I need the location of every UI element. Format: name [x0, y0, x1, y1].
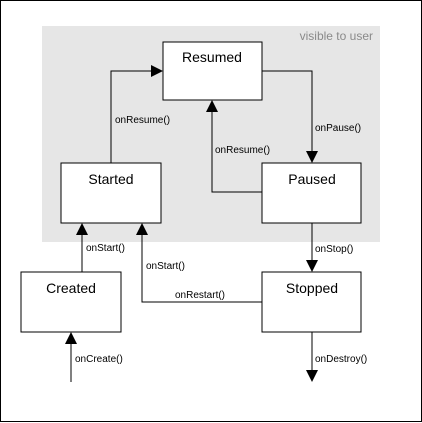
state-stopped: Stopped: [261, 271, 362, 333]
stopped-to-started-restart-label: onRestart(): [175, 290, 225, 301]
arrow-stopped-to-started: [136, 223, 262, 303]
state-paused: Paused: [261, 162, 362, 224]
state-resumed: Resumed: [162, 41, 263, 101]
entry-create-label: onCreate(): [75, 354, 123, 365]
resumed-box: [162, 41, 263, 101]
paused-to-resumed-label: onResume(): [215, 145, 270, 156]
visible-to-user-label: visible to user: [300, 29, 373, 43]
paused-label: Paused: [288, 171, 335, 187]
arrow-resumed-to-paused: [262, 70, 318, 163]
arrow-paused-to-resumed: [206, 100, 262, 193]
exit-destroy-label: onDestroy(): [315, 354, 367, 365]
created-to-started-label: onStart(): [86, 243, 125, 254]
state-created: Created: [20, 271, 122, 333]
arrow-started-to-resumed: [110, 65, 163, 163]
stopped-to-started-start-label: onStart(): [146, 261, 185, 272]
started-to-resumed-label: onResume(): [115, 115, 170, 126]
state-started: Started: [60, 162, 162, 224]
paused-to-stopped-label: onStop(): [315, 244, 353, 255]
created-label: Created: [46, 280, 96, 296]
resumed-label: Resumed: [182, 49, 242, 65]
started-label: Started: [88, 171, 133, 187]
paused-box: [261, 162, 362, 224]
resumed-to-paused-label: onPause(): [315, 123, 361, 134]
stopped-label: Stopped: [286, 280, 338, 296]
